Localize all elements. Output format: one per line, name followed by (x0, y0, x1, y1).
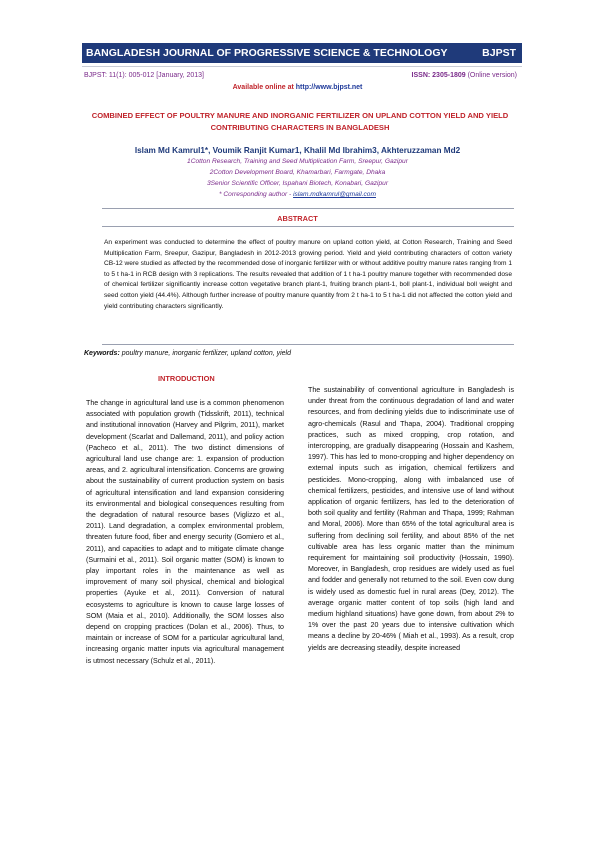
affiliation-3: 3Senior Scientific Officer, Ispahani Bio… (206, 180, 389, 187)
available-prefix: Available online at (232, 84, 296, 91)
abstract-body: An experiment was conducted to determine… (104, 239, 512, 310)
corresponding-author: * Corresponding author - islam.mdkamrul@… (0, 191, 595, 198)
paper-title: COMBINED EFFECT OF POULTRY MANURE AND IN… (91, 111, 509, 132)
issn-line: ISSN: 2305-1809 (Online version) (412, 72, 517, 79)
header-divider (82, 66, 522, 67)
author-list: Islam Md Kamrul1*, Voumik Ranjit Kumar1,… (134, 146, 461, 155)
abstract-bottom-rule (102, 344, 514, 345)
journal-link[interactable]: http://www.bjpst.net (295, 84, 363, 91)
left-column-text: The change in agricultural land use is a… (86, 399, 284, 665)
keywords-text: poultry manure, inorganic fertilizer, up… (119, 350, 291, 357)
corresponding-prefix: * Corresponding author - (219, 191, 294, 198)
journal-abbrev: BJPST (482, 47, 516, 59)
availability-line: Available online at http://www.bjpst.net (0, 84, 595, 91)
journal-title: BANGLADESH JOURNAL OF PROGRESSIVE SCIENC… (86, 47, 448, 59)
corresponding-email[interactable]: islam.mdkamrul@gmail.com (293, 191, 376, 198)
keywords-label: Keywords: (84, 350, 120, 357)
right-column-text: The sustainability of conventional agric… (308, 386, 514, 652)
issn-note: (Online version) (465, 72, 517, 79)
abstract-heading-rule (102, 226, 514, 227)
abstract-heading: ABSTRACT (277, 214, 318, 223)
abstract-top-rule (102, 208, 514, 209)
citation: BJPST: 11(1): 005-012 [January, 2013] (84, 72, 204, 79)
journal-banner: BANGLADESH JOURNAL OF PROGRESSIVE SCIENC… (82, 43, 522, 63)
keywords-line: Keywords: poultry manure, inorganic fert… (84, 350, 291, 357)
affiliation-2: 2Cotton Development Board, Khamarbari, F… (209, 169, 386, 176)
introduction-heading: INTRODUCTION (158, 374, 215, 383)
issn: ISSN: 2305-1809 (411, 72, 466, 79)
affiliation-1: 1Cotton Research, Training and Seed Mult… (187, 158, 408, 165)
